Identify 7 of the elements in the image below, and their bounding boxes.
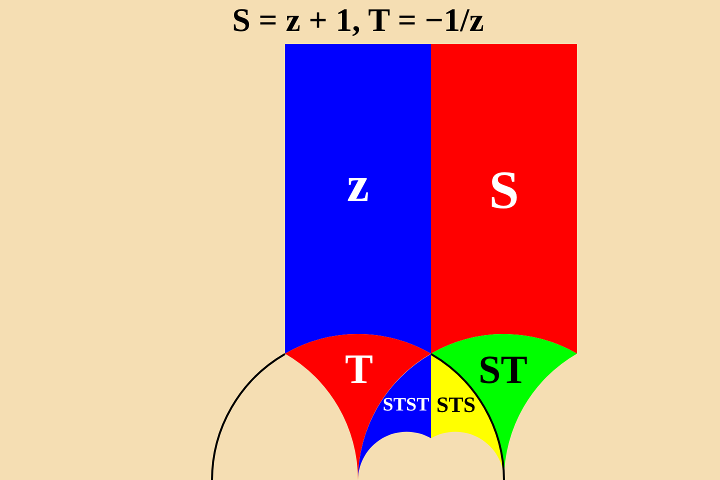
region-label: STS	[436, 394, 476, 416]
region-label: ST	[478, 350, 528, 390]
region-label: STST	[382, 395, 430, 414]
region-label: S	[488, 163, 520, 217]
region-label: z	[346, 159, 370, 209]
diagram-title: S = z + 1, T = −1/z	[232, 5, 484, 38]
region-label: T	[345, 349, 373, 391]
